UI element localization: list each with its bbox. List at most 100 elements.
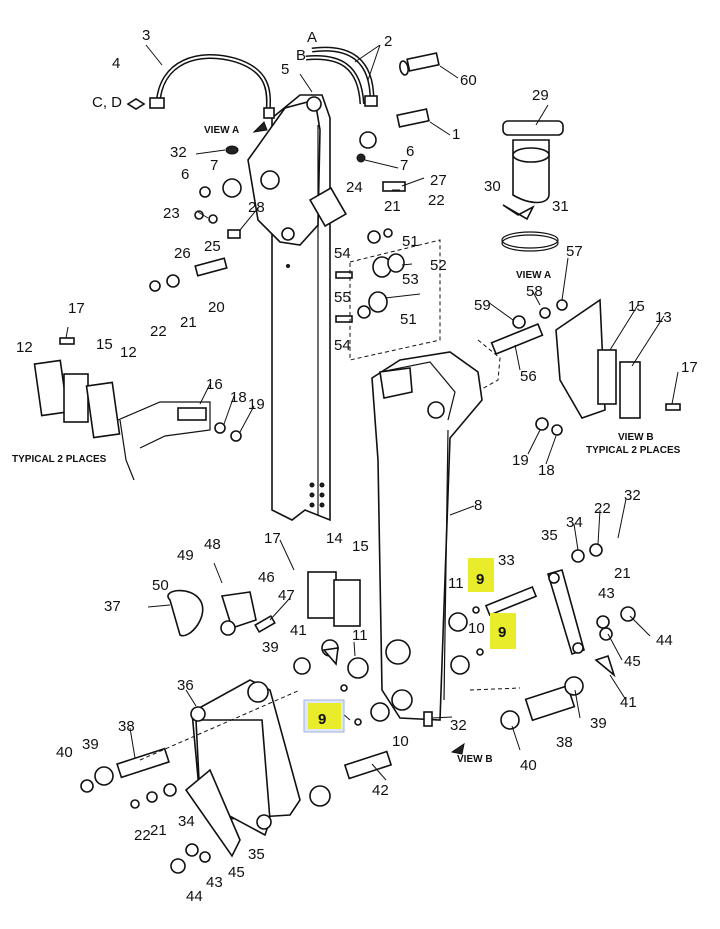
callout-39: 39 [262, 639, 279, 656]
callout-22: 22 [134, 827, 151, 844]
callout-8: 8 [474, 497, 482, 514]
wear-plates-left [33, 337, 242, 481]
callout-33: 33 [498, 552, 515, 569]
callout-48: 48 [204, 536, 221, 553]
callout-25: 25 [204, 238, 221, 255]
callout-54: 54 [334, 337, 351, 354]
callout-45: 45 [624, 653, 641, 670]
callout-c-d: C, D [92, 94, 122, 111]
callout-15: 15 [628, 298, 645, 315]
callout-28: 28 [248, 199, 265, 216]
callout-35: 35 [248, 846, 265, 863]
view-b-detail [349, 239, 681, 436]
callout-44: 44 [186, 888, 203, 905]
callout-22: 22 [594, 500, 611, 517]
hydraulic-hoses [126, 46, 378, 119]
callout-41: 41 [290, 622, 307, 639]
callout-35: 35 [541, 527, 558, 544]
callout-21: 21 [180, 314, 197, 331]
callout-17: 17 [681, 359, 698, 376]
callout-59: 59 [474, 297, 491, 314]
callout-21: 21 [150, 822, 167, 839]
callout-15: 15 [352, 538, 369, 555]
caption-view-b-arrow: VIEW B [457, 754, 493, 765]
callout-43: 43 [598, 585, 615, 602]
callout-6: 6 [181, 166, 189, 183]
callout-19: 19 [512, 452, 529, 469]
callout-38: 38 [118, 718, 135, 735]
highlighted-callout-9: 9 [498, 624, 506, 641]
callout-34: 34 [566, 514, 583, 531]
callout-39: 39 [82, 736, 99, 753]
callout-52: 52 [430, 257, 447, 274]
callout-b: B [296, 47, 306, 64]
caption-view-b-detail: VIEW B [618, 432, 654, 443]
callout-22: 22 [150, 323, 167, 340]
callout-13: 13 [655, 309, 672, 326]
callout-19: 19 [248, 396, 265, 413]
callout-57: 57 [566, 243, 583, 260]
callout-53: 53 [402, 271, 419, 288]
callout-41: 41 [620, 694, 637, 711]
callout-4: 4 [112, 55, 120, 72]
callout-21: 21 [384, 198, 401, 215]
callout-7: 7 [400, 157, 408, 174]
callout-30: 30 [484, 178, 501, 195]
callout-31: 31 [552, 198, 569, 215]
callout-45: 45 [228, 864, 245, 881]
captions: VIEW A VIEW A VIEW B VIEW B TYPICAL 2 PL… [12, 125, 681, 765]
leader-lines [65, 44, 679, 781]
callout-27: 27 [430, 172, 447, 189]
callout-32: 32 [170, 144, 187, 161]
callout-14: 14 [326, 530, 343, 547]
highlighted-callout-9: 9 [476, 571, 484, 588]
callout-47: 47 [278, 587, 295, 604]
callout-46: 46 [258, 569, 275, 586]
callout-18: 18 [538, 462, 555, 479]
callout-40: 40 [520, 757, 537, 774]
callout-23: 23 [163, 205, 180, 222]
callout-7: 7 [210, 157, 218, 174]
callout-54: 54 [334, 245, 351, 262]
callout-16: 16 [206, 376, 223, 393]
callout-10: 10 [392, 733, 409, 750]
caption-view-a-detail: VIEW A [516, 270, 551, 281]
view-arrows [252, 121, 465, 755]
highlighted-callout-9: 9 [318, 711, 326, 728]
callout-32: 32 [624, 487, 641, 504]
callout-37: 37 [104, 598, 121, 615]
callout-36: 36 [177, 677, 194, 694]
callout-58: 58 [526, 283, 543, 300]
highlight-9-lower-right [490, 613, 516, 649]
callout-55: 55 [334, 289, 351, 306]
callout-50: 50 [152, 577, 169, 594]
callout-17: 17 [264, 530, 281, 547]
highlight-9-lower-left [308, 703, 341, 729]
pins-and-hardware [149, 52, 440, 323]
caption-view-b-typical: TYPICAL 2 PLACES [586, 445, 681, 456]
callout-1: 1 [452, 126, 460, 143]
callout-29: 29 [532, 87, 549, 104]
caption-view-a-arrow: VIEW A [204, 125, 239, 136]
callout-49: 49 [177, 547, 194, 564]
callout-11: 11 [448, 575, 464, 592]
caption-typical-left: TYPICAL 2 PLACES [12, 454, 107, 465]
callout-22: 22 [428, 192, 445, 209]
boom-assembly [247, 94, 331, 522]
dipper-arm [371, 351, 483, 721]
callout-a: A [307, 29, 317, 46]
callout-32: 32 [450, 717, 467, 734]
callout-6: 6 [406, 143, 414, 160]
callout-51: 51 [402, 233, 419, 250]
bucket-linkage [80, 543, 636, 874]
callout-12: 12 [120, 344, 137, 361]
callout-12: 12 [16, 339, 33, 356]
callout-17: 17 [68, 300, 85, 317]
callout-15: 15 [96, 336, 113, 353]
callout-2: 2 [384, 33, 392, 50]
callout-26: 26 [174, 245, 191, 262]
callout-5: 5 [281, 61, 289, 78]
callout-21: 21 [614, 565, 631, 582]
